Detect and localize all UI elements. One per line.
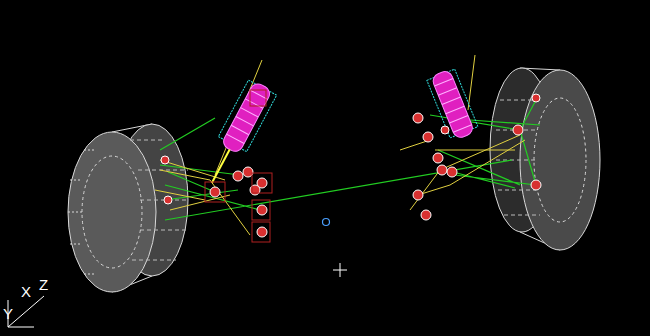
center-marker [323, 219, 330, 226]
axis-label: X [21, 284, 31, 299]
axis-label: Z [39, 277, 48, 292]
right-damper [426, 67, 479, 141]
link-lines [160, 100, 540, 220]
axis-triad [8, 296, 44, 327]
left-damper [198, 78, 278, 190]
marker-boxes [205, 90, 272, 242]
right-wheel [490, 68, 600, 250]
axis-label: Y [3, 306, 13, 321]
origin-cross [333, 263, 347, 277]
joint-markers [161, 94, 541, 237]
left-wheel [68, 124, 188, 292]
yellow-lines [155, 55, 525, 235]
